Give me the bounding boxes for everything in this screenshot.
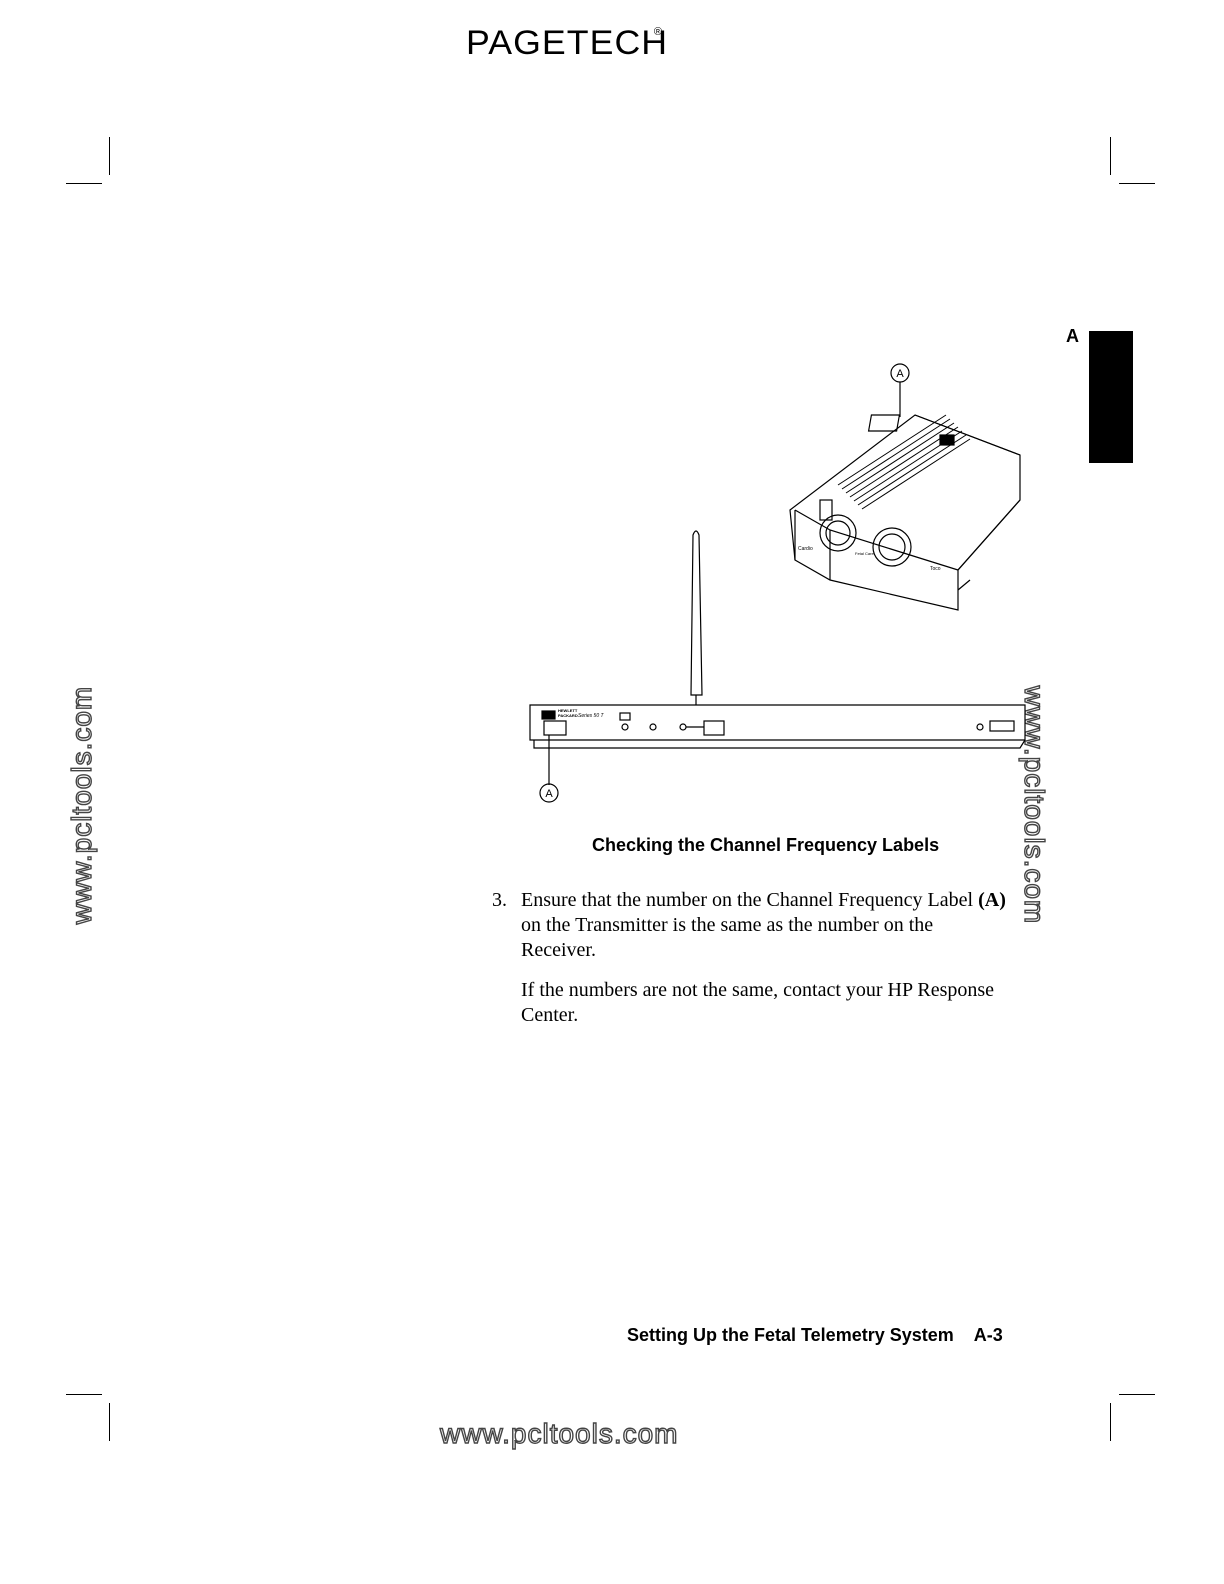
page-number: A-3 (973, 1325, 1003, 1345)
crop-mark-bottom-right-h (1119, 1394, 1155, 1395)
thumb-tab (1089, 331, 1133, 463)
step-note: If the numbers are not the same, contact… (521, 979, 995, 1026)
receiver-brand-line2: PACKARD (558, 713, 578, 718)
receiver-model: Series 50 T (578, 713, 605, 719)
crop-mark-bottom-right-v (1110, 1403, 1111, 1441)
logo-text: PAGETECH (466, 24, 669, 62)
crop-mark-top-left-v (109, 137, 110, 175)
running-footer: Setting Up the Fetal Telemetry System A-3 (627, 1325, 1003, 1346)
crop-mark-bottom-left-h (66, 1394, 102, 1395)
step-text: Ensure that the number on the Channel Fr… (521, 888, 1011, 963)
step-text-before: Ensure that the number on the Channel Fr… (521, 889, 979, 911)
transmitter-illustration (789, 414, 1021, 611)
transmitter-port-center: Fetal Care (855, 551, 874, 556)
section-letter: A (1066, 326, 1079, 346)
receiver-illustration (529, 704, 1026, 749)
step-text-bold: (A) (978, 889, 1006, 911)
step-text-after: on the Transmitter is the same as the nu… (521, 914, 934, 961)
watermark-left: www.pcltools.com (65, 685, 97, 925)
antenna (690, 530, 703, 710)
footer-title: Setting Up the Fetal Telemetry System (627, 1325, 954, 1345)
transmitter-port-left: Cardio (798, 546, 813, 552)
crop-mark-top-right-h (1119, 183, 1155, 184)
figure-caption: Checking the Channel Frequency Labels (592, 835, 940, 855)
step-number: 3. (492, 889, 507, 911)
crop-mark-top-right-v (1110, 137, 1111, 175)
receiver-brand-line1: HEWLETT (558, 708, 578, 713)
crop-mark-top-left-h (66, 183, 102, 184)
callout-label-receiver: A (545, 788, 553, 800)
callout-circle-receiver (539, 783, 559, 803)
crop-mark-bottom-left-v (109, 1403, 110, 1441)
pagetech-logo: PAGETECH ® (466, 24, 667, 66)
device-illustration: A A HEWLETT PACKARD Series 50 T Cardio F… (529, 363, 1026, 803)
registered-mark: ® (653, 26, 662, 38)
callout-label-transmitter: A (896, 368, 904, 380)
watermark-bottom: www.pcltools.com (439, 1417, 679, 1449)
transmitter-port-right: Toco (930, 566, 941, 572)
